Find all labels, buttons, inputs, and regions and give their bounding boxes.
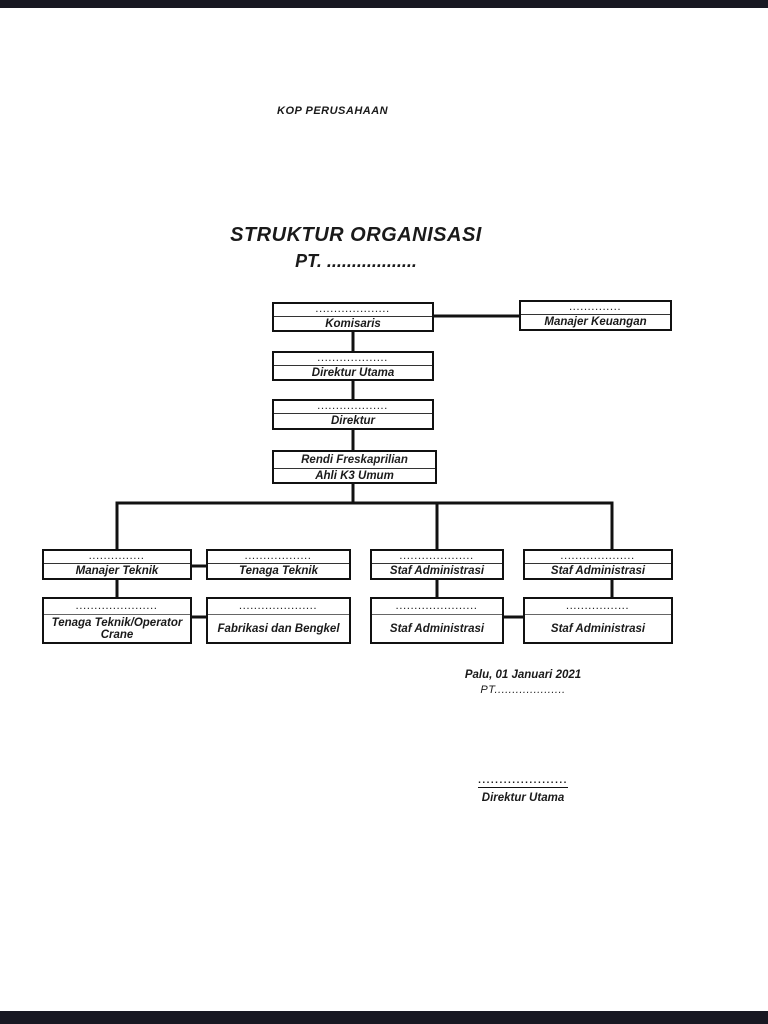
org-box-ahli-k3-umum: Rendi Freskaprilian Ahli K3 Umum bbox=[272, 450, 437, 484]
box-label: Staf Administrasi bbox=[550, 622, 646, 635]
box-label: Direktur Utama bbox=[311, 366, 395, 379]
box-dots: .............. bbox=[521, 302, 670, 315]
box-label: Tenaga Teknik bbox=[238, 565, 319, 577]
signature-city-date: Palu, 01 Januari 2021 bbox=[464, 669, 582, 681]
signature-block: Palu, 01 Januari 2021 PT................… bbox=[423, 669, 623, 696]
document-title: STRUKTUR ORGANISASI PT. ................… bbox=[160, 224, 552, 272]
signature-sign-area: ..................... Direktur Utama bbox=[433, 770, 613, 804]
box-label: Staf Administrasi bbox=[389, 622, 485, 635]
box-label: Fabrikasi dan Bengkel bbox=[217, 622, 340, 635]
title-line-2: PT. .................. bbox=[295, 251, 417, 271]
org-box-staf-administrasi-1: .................... Staf Administrasi bbox=[370, 549, 504, 580]
box-dots: ...................... bbox=[44, 599, 190, 615]
org-box-tenaga-teknik-operator-crane: ...................... Tenaga Teknik/Ope… bbox=[42, 597, 192, 644]
org-box-fabrikasi-dan-bengkel: ..................... Fabrikasi dan Beng… bbox=[206, 597, 351, 644]
title-line-1: STRUKTUR ORGANISASI bbox=[230, 224, 482, 246]
box-dots: .................... bbox=[372, 551, 502, 564]
letterhead-placeholder: KOP PERUSAHAAN bbox=[277, 105, 389, 117]
box-label: Ahli K3 Umum bbox=[315, 469, 394, 482]
signature-dotted-line: ..................... bbox=[478, 775, 568, 788]
box-label: Tenaga Teknik/Operator Crane bbox=[51, 616, 183, 641]
box-label: Staf Administrasi bbox=[550, 565, 646, 577]
org-box-manajer-keuangan: .............. Manajer Keuangan bbox=[519, 300, 672, 331]
signature-company: PT.................... bbox=[480, 684, 566, 696]
box-dots: .................. bbox=[208, 551, 349, 564]
box-label: Staf Administrasi bbox=[389, 565, 485, 577]
bottom-border-bar bbox=[0, 1011, 768, 1024]
org-box-direktur-utama: ................... Direktur Utama bbox=[272, 351, 434, 381]
box-name-row: Rendi Freskaprilian bbox=[274, 452, 435, 469]
box-label: Manajer Teknik bbox=[75, 565, 159, 577]
box-dots: ................... bbox=[274, 353, 432, 366]
box-label: Komisaris bbox=[325, 317, 381, 330]
org-box-staf-administrasi-4: ................. Staf Administrasi bbox=[523, 597, 673, 644]
org-box-tenaga-teknik: .................. Tenaga Teknik bbox=[206, 549, 351, 580]
box-dots: .................... bbox=[525, 551, 671, 564]
box-label: Manajer Keuangan bbox=[544, 316, 647, 328]
org-box-staf-administrasi-3: ...................... Staf Administrasi bbox=[370, 597, 504, 644]
box-dots: .................... bbox=[274, 304, 432, 317]
box-label: Direktur bbox=[330, 415, 376, 427]
box-dots: ...................... bbox=[372, 599, 502, 615]
box-dots: ..................... bbox=[208, 599, 349, 615]
org-box-komisaris: .................... Komisaris bbox=[272, 302, 434, 332]
box-dots: ............... bbox=[44, 551, 190, 564]
top-border-bar bbox=[0, 0, 768, 8]
org-box-staf-administrasi-2: .................... Staf Administrasi bbox=[523, 549, 673, 580]
box-dots: ................. bbox=[525, 599, 671, 615]
org-box-direktur: ................... Direktur bbox=[272, 399, 434, 430]
org-box-manajer-teknik: ............... Manajer Teknik bbox=[42, 549, 192, 580]
signature-role: Direktur Utama bbox=[481, 792, 565, 804]
box-dots: ................... bbox=[274, 401, 432, 414]
